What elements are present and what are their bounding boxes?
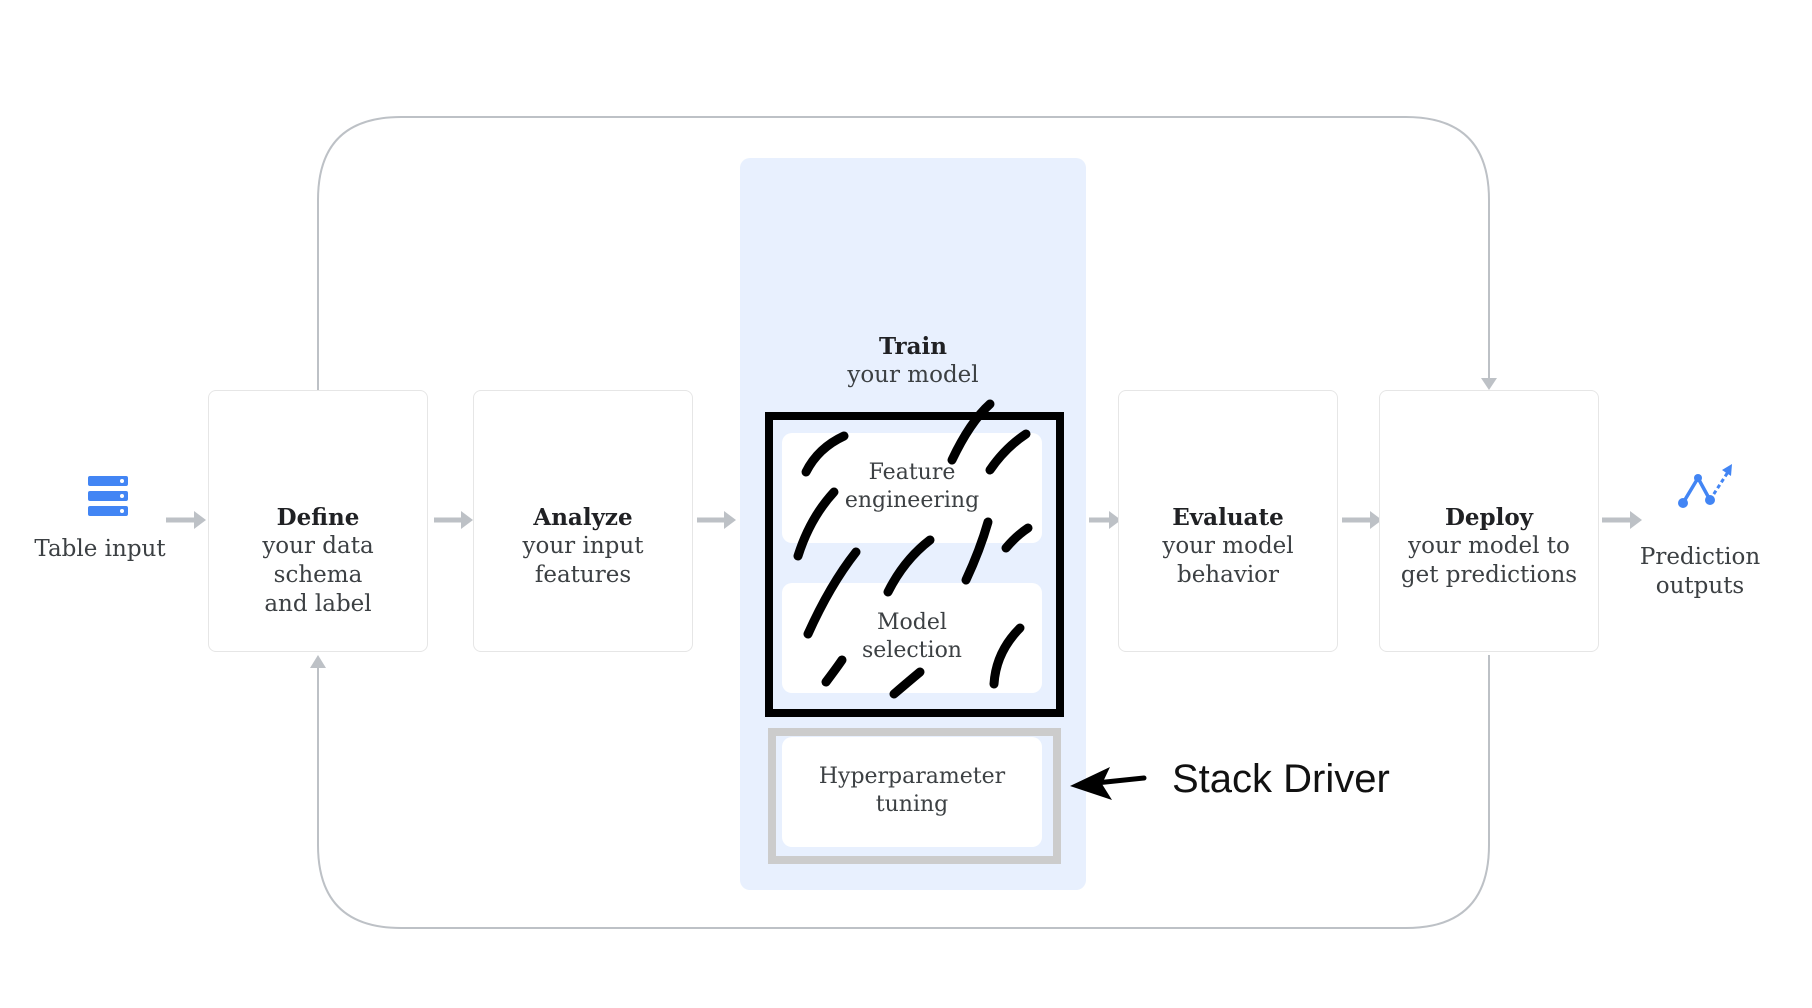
substep-line: engineering [844,488,980,513]
black-highlight-frame [765,412,1064,717]
step-title-define: Define [276,504,360,531]
step-card-evaluate: Evaluate your model behavior [1118,390,1338,652]
train-title: Train [879,333,947,360]
substep-line: Feature [868,460,956,485]
step-line: your model to [1408,533,1570,559]
table-input-label: Table input [34,536,166,562]
step-line: features [534,562,632,588]
step-line: your input [522,533,644,559]
step-line: get predictions [1400,562,1578,588]
substep-line: Model [877,610,947,635]
train-subtitle: your model [847,362,979,388]
gray-highlight-frame [768,728,1061,864]
loop-arrowhead-up [310,655,326,668]
step-title-analyze: Analyze [533,504,633,531]
step-line: and label [264,591,372,617]
loop-arrowhead-down [1481,378,1497,390]
step-title-deploy: Deploy [1444,504,1534,531]
step-card-deploy: Deploy your model to get predictions [1379,390,1599,652]
flow-arrowheads [194,511,1642,529]
feedback-loop-return-connector [317,655,1490,929]
output-line: Prediction [1639,544,1761,570]
substep-hyperparameter-tuning: Hyperparameter tuning [782,737,1042,847]
substep-model-selection: Model selection [782,583,1042,693]
feedback-loop-connector [317,116,1490,390]
step-title-evaluate: Evaluate [1172,504,1284,531]
step-line: behavior [1176,562,1280,588]
output-line: outputs [1655,573,1745,599]
step-card-analyze: Analyze your input features [473,390,693,652]
stack-driver-annotation: Stack Driver [1172,757,1390,801]
step-card-define: Define your data schema and label [208,390,428,652]
prediction-chart-icon [1678,464,1732,508]
database-icon [88,476,128,516]
substep-line: selection [862,638,962,663]
substep-line: tuning [875,792,949,817]
substep-line: Hyperparameter [818,764,1006,789]
prediction-outputs-label: Prediction outputs [1630,543,1770,601]
step-line: your model [1162,533,1294,559]
step-line: your data [262,533,374,559]
train-heading: Train your model [740,332,1086,390]
step-line: schema [273,562,363,588]
